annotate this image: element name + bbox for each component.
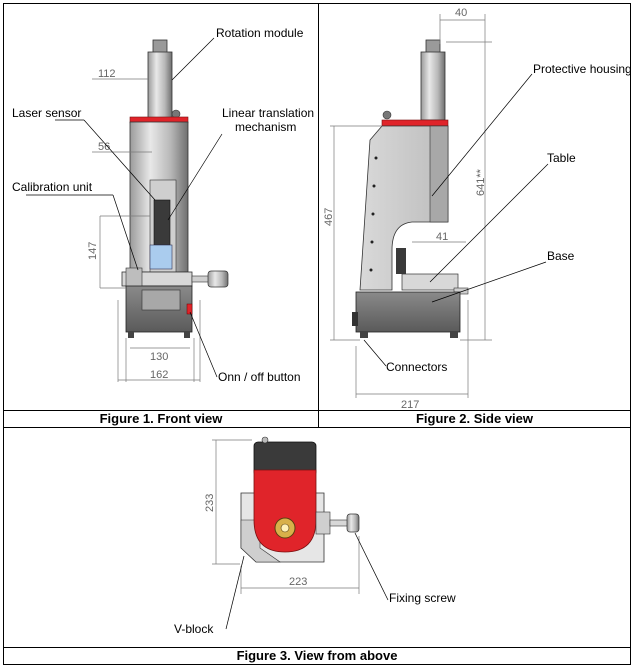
side-top-knob (382, 110, 392, 120)
front-foot-left (128, 332, 134, 338)
front-screw-knob (207, 270, 229, 288)
label-protective-housing: Protective housing (533, 62, 632, 76)
above-rotation-axis-inner (280, 523, 290, 533)
side-dim-467: 467 (323, 208, 335, 226)
above-screw-shaft (329, 519, 349, 527)
label-laser-sensor: Laser sensor (12, 106, 81, 120)
above-red-housing (253, 469, 317, 553)
side-protective-housing (359, 125, 449, 291)
label-onoff-button: Onn / off button (218, 370, 301, 384)
side-caption-cell (318, 410, 631, 428)
front-calibration-unit (125, 267, 143, 289)
front-dim-112: 112 (98, 68, 116, 80)
front-dim-56: 56 (98, 141, 110, 153)
side-dim-40: 40 (455, 7, 467, 19)
side-rotation-module (420, 51, 446, 121)
side-linear-module (396, 248, 406, 274)
above-dim-223: 223 (289, 576, 307, 588)
label-linear-translation-1: Linear translation (222, 106, 314, 120)
side-leader-lines (363, 73, 549, 367)
above-top-screw (261, 436, 269, 444)
side-foot-left (360, 332, 368, 338)
label-base: Base (547, 249, 575, 263)
label-table: Table (547, 151, 576, 165)
front-screw-shaft (191, 275, 211, 283)
front-dim-162: 162 (150, 369, 168, 381)
side-view-drawing: 40 641** 467 41 217 Protective housing T… (323, 7, 632, 411)
label-connectors: Connectors (386, 360, 447, 374)
above-caption-cell (3, 647, 631, 665)
above-view-drawing: 233 223 Fixing screw V-block (174, 436, 456, 636)
side-dim-41: 41 (436, 231, 448, 243)
above-dimension-lines (212, 439, 360, 594)
front-dim-147: 147 (87, 242, 99, 260)
above-screw-block (315, 511, 331, 535)
figure-1-caption: Figure 1. Front view (99, 411, 223, 426)
front-linear-mechanism (153, 199, 171, 246)
side-dim-217: 217 (401, 399, 419, 411)
front-dimension-lines (92, 78, 201, 382)
front-view-drawing: 112 56 147 130 162 Rotation module Laser… (12, 26, 314, 384)
side-dim-641: 641** (475, 168, 487, 196)
label-rotation-module: Rotation module (216, 26, 304, 40)
figure-3-caption: Figure 3. View from above (236, 648, 398, 663)
front-leader-lines (26, 37, 223, 378)
figure-2-caption: Figure 2. Side view (415, 411, 534, 426)
side-red-band (381, 119, 449, 127)
side-housing-back (429, 125, 449, 223)
label-fixing-screw: Fixing screw (389, 591, 456, 605)
side-housing-screws (369, 156, 378, 272)
above-screw-knob (346, 513, 360, 533)
front-foot-right (184, 332, 190, 338)
front-dim-130: 130 (150, 351, 168, 363)
side-dimension-lines (330, 14, 492, 398)
label-linear-translation-2: mechanism (235, 120, 296, 134)
front-rotation-module (147, 51, 173, 119)
front-laser-sensor (149, 244, 173, 270)
label-v-block: V-block (174, 622, 214, 636)
side-table-rim (453, 287, 469, 295)
label-calibration-unit: Calibration unit (12, 180, 93, 194)
front-onoff-button (186, 303, 193, 315)
side-connectors (352, 312, 358, 326)
above-dim-233: 233 (204, 494, 216, 512)
side-foot-right (450, 332, 458, 338)
front-base-vblock (141, 289, 181, 311)
above-leader-lines (225, 532, 389, 630)
